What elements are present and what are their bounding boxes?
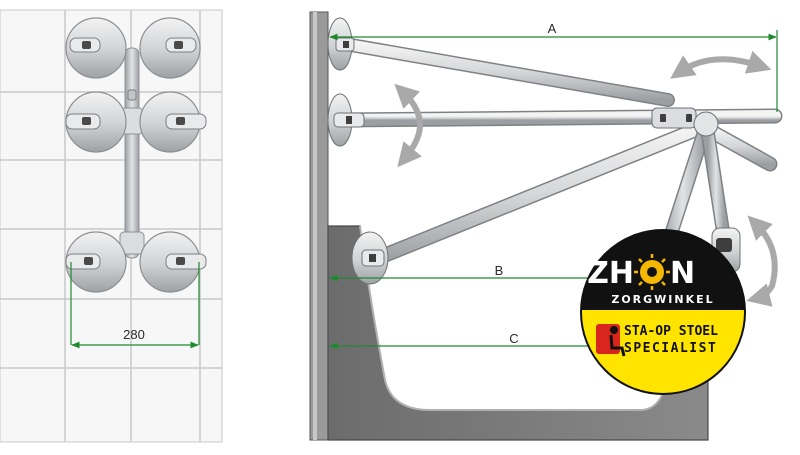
suction-cup <box>65 231 127 293</box>
bathroom-wall <box>309 11 329 441</box>
seated-person-icon <box>596 324 626 357</box>
wall-mount-middle <box>327 93 365 147</box>
badge-subtitle: ZORGWINKEL <box>611 293 714 306</box>
rotation-arrow-icon <box>746 215 778 307</box>
lower-rail <box>360 120 708 270</box>
suction-cup <box>65 91 127 153</box>
tile-wall <box>0 9 223 443</box>
rail-hub <box>693 111 719 137</box>
suction-cup <box>139 17 201 79</box>
diagonal-rail <box>697 120 778 172</box>
rail-clip <box>127 89 137 101</box>
badge-tagline-line2: SPECIALIST <box>624 341 717 356</box>
support-leg-inner <box>701 127 731 245</box>
vertical-grab-rail <box>124 47 140 259</box>
dimension-c-label: C <box>509 331 518 346</box>
zhon-badge: ZH N ZORGWINKEL STA-OP STOEL SPECIALIST <box>580 229 746 395</box>
width-dimension-label: 280 <box>123 327 145 342</box>
badge-brand-right: N <box>670 256 695 291</box>
wall-mount-upper <box>327 17 355 71</box>
dimension-a <box>329 30 778 112</box>
suction-cup <box>139 91 207 153</box>
side-view: A B C <box>309 11 783 441</box>
upper-rail <box>338 37 675 107</box>
suction-cup <box>139 231 207 293</box>
rail-joint-lower <box>119 231 145 255</box>
badge-tagline-line1: STA-OP STOEL <box>624 324 718 339</box>
rotation-arrow-icon <box>670 50 772 79</box>
width-dimension <box>70 262 200 349</box>
suction-cup <box>65 17 127 79</box>
dimension-b-label: B <box>495 263 504 278</box>
rotation-arrow-icon <box>394 83 424 168</box>
badge-brand-left: ZH <box>587 256 634 291</box>
sun-logo-icon <box>634 254 670 290</box>
front-view: 280 <box>0 9 223 443</box>
tub-mount <box>351 231 389 285</box>
dimension-a-label: A <box>548 21 557 36</box>
